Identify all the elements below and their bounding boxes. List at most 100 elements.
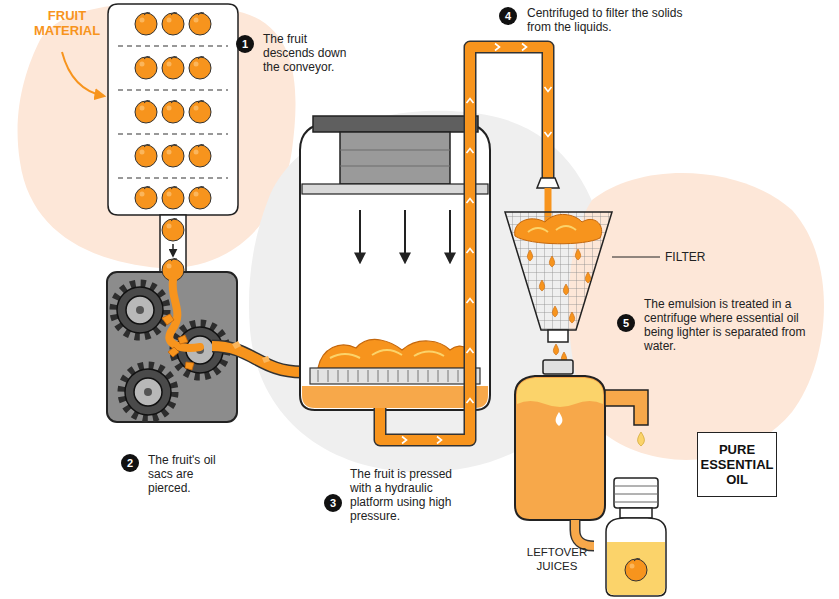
filter-funnel: [505, 212, 612, 363]
flow-chevron: [467, 299, 474, 304]
pressure-arrow: [404, 210, 406, 262]
press-top-plate: [313, 116, 478, 132]
orange-fruit: [162, 144, 184, 167]
pressure-arrow: [359, 210, 361, 262]
orange-fruit: [135, 186, 157, 209]
orange-fruit: [162, 186, 184, 209]
press-ring: [302, 184, 488, 194]
oil-drop: [549, 256, 554, 267]
funnel-body: [505, 212, 612, 330]
oil-drop: [527, 250, 532, 261]
pipe-outline: [575, 520, 594, 546]
pipe-outline: [212, 346, 302, 372]
press-piston: [340, 132, 450, 184]
callout-number: 3: [324, 494, 342, 512]
oil-drop: [539, 280, 544, 291]
pressure-arrow: [449, 210, 451, 262]
hydraulic-press: [300, 116, 490, 410]
leader-line: [612, 257, 660, 258]
bottle-body: [606, 518, 666, 596]
oil-drop: [575, 249, 580, 260]
step-note: The fruit's oil sacs are pierced.: [148, 453, 218, 495]
part-label: LEFTOVER JUICES: [518, 545, 596, 573]
callout-number: 2: [121, 454, 139, 472]
gear: [122, 366, 174, 418]
pipe: [212, 346, 302, 372]
conveyor-body: [108, 4, 238, 215]
orange-fruit: [162, 56, 184, 79]
flow-chevron: [545, 132, 552, 137]
flow-chevron: [402, 437, 407, 444]
part-label: FILTER: [665, 250, 725, 264]
orange-fruit: [189, 56, 211, 79]
oil-drop: [553, 344, 558, 355]
orange-fruit: [135, 12, 157, 35]
piston-line: [340, 150, 450, 166]
bottle-cap: [614, 478, 658, 508]
flow-chevron: [467, 199, 474, 204]
collected-juice: [302, 386, 488, 408]
pointer-arrow: [62, 52, 104, 96]
gear: [114, 284, 166, 336]
flow-chevron: [522, 44, 527, 51]
jar-tap: [605, 390, 648, 425]
step-note: The fruit is pressed with a hydraulic pl…: [350, 467, 475, 523]
material-label: FRUIT MATERIAL: [22, 8, 112, 38]
orange-fruit: [189, 144, 211, 167]
flow-chevron: [437, 437, 442, 444]
step-note: The emulsion is treated in a centrifuge …: [644, 297, 809, 353]
flow-chevron: [467, 249, 474, 254]
conveyor: [108, 4, 238, 273]
flow-chevron: [467, 399, 474, 404]
pulp-detail: [330, 350, 444, 358]
platform-grating: [318, 370, 468, 382]
orange-fruit: [162, 218, 184, 241]
flow-chevron: [545, 87, 552, 92]
flow-chevron: [495, 44, 500, 51]
flow-chevron: [467, 349, 474, 354]
orange-fruit: [189, 12, 211, 35]
flow-chevron: [467, 99, 474, 104]
background-blob: [18, 3, 296, 268]
orange-fruit: [162, 12, 184, 35]
pulp-detail: [528, 226, 576, 232]
box-text: PURE ESSENTIAL OIL: [698, 442, 776, 487]
flow-arrow: [172, 244, 174, 256]
orange-fruit: [135, 100, 157, 123]
pressed-pulp: [318, 339, 473, 368]
pulp-piece: [232, 341, 270, 363]
orange-fruit: [625, 558, 647, 581]
oil-layer: [517, 378, 603, 407]
orange-fruit: [135, 144, 157, 167]
bottle-neck: [620, 508, 652, 518]
bottle-oil: [607, 542, 665, 595]
jar-body: [515, 376, 605, 520]
oil-drop: [552, 306, 557, 317]
jar-lid: [543, 360, 573, 374]
oil-drop: [585, 272, 590, 283]
orange-fruit: [135, 56, 157, 79]
step-note: Centrifuged to filter the solids from th…: [527, 6, 692, 34]
cap-ridges: [614, 486, 658, 502]
step-note: The fruit descends down the conveyor.: [263, 32, 358, 74]
output-box: PURE ESSENTIAL OIL: [697, 432, 777, 497]
oil-drop: [569, 312, 574, 323]
press-platform: [310, 368, 480, 384]
filtered-pulp: [515, 214, 602, 243]
pulp-piece: [162, 314, 194, 370]
callout-number: 1: [236, 35, 254, 53]
orange-fruit: [189, 186, 211, 209]
oil-drop: [638, 432, 645, 446]
drain-pipe: [575, 520, 594, 546]
callout-number: 5: [617, 314, 635, 332]
funnel-spout: [548, 330, 568, 342]
conveyor-divider: [118, 46, 228, 178]
oil-bottle: [606, 478, 666, 596]
box-content: PURE ESSENTIAL OIL: [698, 442, 776, 487]
orange-fruit: [162, 100, 184, 123]
oil-drop: [563, 284, 568, 295]
droplet: [556, 412, 563, 426]
flow-chevron: [467, 149, 474, 154]
orange-fruit: [189, 100, 211, 123]
